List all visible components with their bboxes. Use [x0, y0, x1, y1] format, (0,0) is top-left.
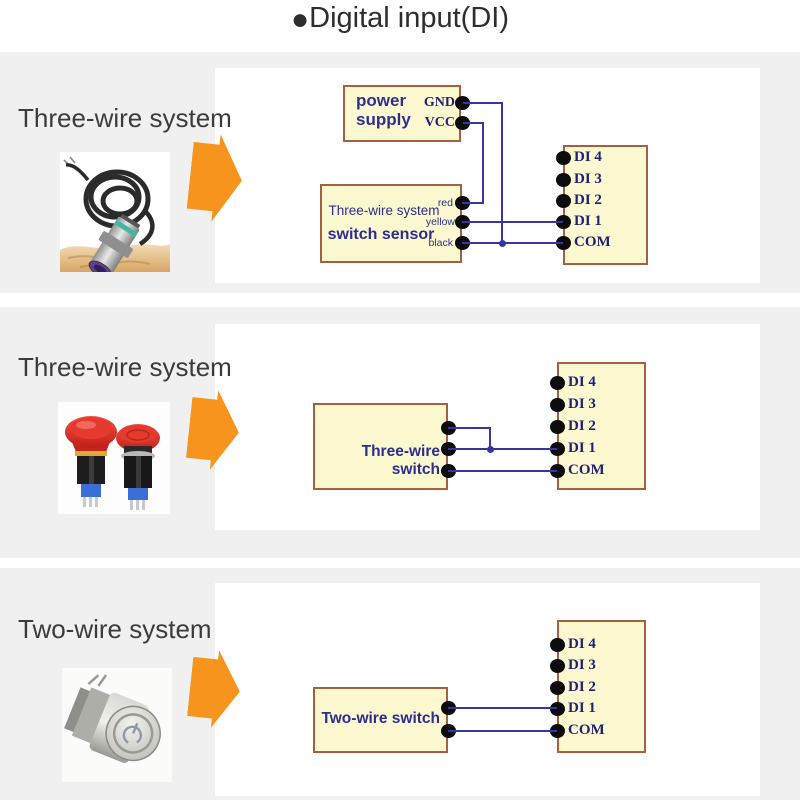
page-title-text: Digital input(DI) — [309, 2, 509, 34]
wire-red-horizontal — [462, 202, 483, 204]
gnd-terminal-label: GND — [423, 95, 455, 110]
vcc-terminal-label: VCC — [424, 115, 455, 130]
wire-junction-dot — [487, 446, 494, 453]
section3-diagram-panel — [215, 583, 760, 796]
power-supply-box — [343, 85, 461, 142]
switch-sensor-box — [320, 184, 462, 263]
di1-label: DI 1 — [568, 700, 596, 716]
wire-terminal1-to-di1 — [448, 707, 557, 709]
emergency-stop-buttons-photo — [58, 402, 170, 514]
di1-dot — [550, 442, 565, 456]
di4-label: DI 4 — [574, 149, 602, 165]
di1-label: DI 1 — [574, 213, 602, 229]
section1-diagram-panel — [215, 68, 760, 283]
section3-label: Two-wire system — [18, 614, 212, 644]
switch-sensor-line2: switch sensor — [327, 226, 435, 243]
wire-gnd-horizontal — [463, 102, 503, 104]
di3-dot — [550, 398, 565, 412]
page-title: ●Digital input(DI) — [0, 2, 800, 37]
com-label: COM — [568, 722, 605, 738]
di-terminal-block — [557, 620, 646, 753]
proximity-sensor-photo — [60, 152, 170, 272]
di4-dot — [550, 376, 565, 390]
wire-terminal2-to-di1 — [448, 448, 557, 450]
metal-push-button-photo — [62, 668, 172, 782]
wire-label-yellow: yellow — [425, 216, 455, 228]
di4-label: DI 4 — [568, 636, 596, 652]
wire-label-black: black — [428, 237, 453, 249]
di3-label: DI 3 — [568, 657, 596, 673]
wire-gnd-vertical — [501, 102, 503, 244]
wire-terminal1-vertical — [489, 427, 491, 450]
di-terminal-block — [563, 145, 648, 265]
di3-label: DI 3 — [574, 171, 602, 187]
section2-label: Three-wire system — [18, 352, 232, 382]
com-label: COM — [574, 234, 611, 250]
section1-label: Three-wire system — [18, 103, 232, 133]
di3-dot — [556, 173, 571, 187]
three-wire-switch-box — [313, 403, 448, 490]
wire-black-to-com — [462, 242, 563, 244]
di4-dot — [550, 638, 565, 652]
com-dot — [550, 464, 565, 478]
two-wire-switch-label: Two-wire switch — [321, 710, 440, 727]
wire-terminal2-to-com — [448, 730, 557, 732]
di2-label: DI 2 — [568, 679, 596, 695]
two-wire-switch-box — [313, 687, 448, 753]
wire-terminal1-horizontal — [448, 427, 491, 429]
wire-label-red: red — [437, 197, 453, 209]
com-dot — [556, 236, 571, 250]
di2-label: DI 2 — [568, 418, 596, 434]
wire-vcc-vertical — [482, 122, 484, 204]
power-supply-label: power supply — [356, 91, 411, 129]
di-terminal-block — [557, 362, 646, 490]
com-dot — [550, 724, 565, 738]
wire-junction-dot — [499, 240, 506, 247]
gnd-terminal-dot — [455, 96, 470, 110]
di1-dot — [550, 702, 565, 716]
di1-dot — [556, 215, 571, 229]
com-label: COM — [568, 462, 605, 478]
di2-dot — [550, 681, 565, 695]
bullet-icon: ● — [291, 3, 310, 36]
di2-label: DI 2 — [574, 192, 602, 208]
di4-dot — [556, 151, 571, 165]
di2-dot — [556, 194, 571, 208]
di2-dot — [550, 420, 565, 434]
di3-label: DI 3 — [568, 396, 596, 412]
vcc-terminal-dot — [455, 116, 470, 130]
wire-terminal3-to-com — [448, 470, 557, 472]
di1-label: DI 1 — [568, 440, 596, 456]
di4-label: DI 4 — [568, 374, 596, 390]
wire-yellow-to-di1 — [462, 221, 563, 223]
three-wire-switch-label: Three-wire switch — [361, 443, 440, 478]
di3-dot — [550, 659, 565, 673]
switch-sensor-line1: Three-wire system — [328, 203, 440, 218]
wire-vcc-horizontal — [463, 122, 483, 124]
